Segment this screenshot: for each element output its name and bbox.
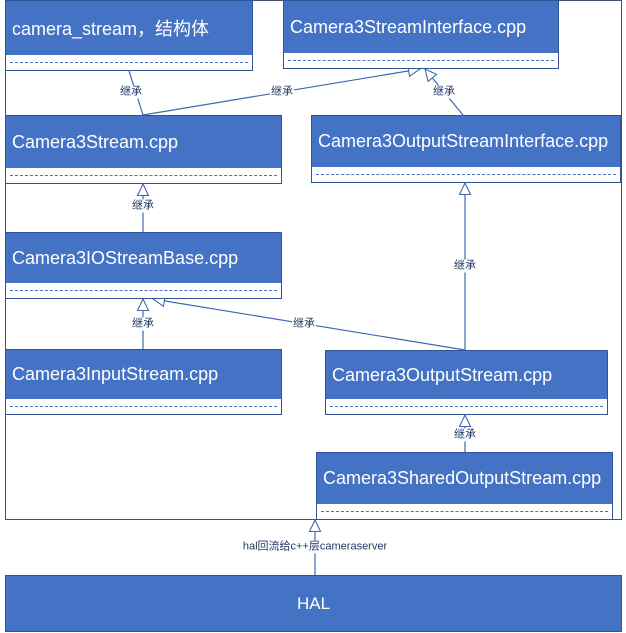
hal-edge-label: hal回流给c++层cameraserver bbox=[241, 540, 389, 554]
class-box-camera-stream: camera_stream，结构体 bbox=[5, 0, 253, 71]
class-header: Camera3OutputStreamInterface.cpp bbox=[312, 116, 620, 167]
class-box-outputstream: Camera3OutputStream.cpp bbox=[325, 350, 608, 415]
class-name: Camera3InputStream.cpp bbox=[12, 364, 219, 384]
class-header: Camera3SharedOutputStream.cpp bbox=[317, 453, 612, 504]
class-header: Camera3OutputStream.cpp bbox=[326, 351, 607, 399]
attribute-compartment bbox=[312, 167, 620, 182]
class-name: Camera3OutputStreamInterface.cpp bbox=[318, 131, 609, 151]
class-name: camera_stream，结构体 bbox=[12, 19, 210, 39]
attribute-compartment bbox=[6, 168, 281, 183]
class-name: Camera3IOStreamBase.cpp bbox=[12, 247, 239, 268]
attribute-compartment bbox=[284, 53, 558, 68]
class-name: Camera3Stream.cpp bbox=[12, 131, 179, 152]
class-box-output-stream-interface: Camera3OutputStreamInterface.cpp bbox=[311, 115, 621, 183]
relation-label: 继承 bbox=[292, 317, 316, 331]
attribute-compartment bbox=[317, 504, 612, 519]
hal-layer-bar: HAL bbox=[5, 575, 622, 632]
class-box-camera3stream: Camera3Stream.cpp bbox=[5, 115, 282, 184]
attribute-compartment bbox=[6, 283, 281, 298]
dashed-divider bbox=[10, 406, 277, 407]
dashed-divider bbox=[10, 62, 248, 63]
dashed-divider bbox=[10, 290, 277, 291]
class-header: camera_stream，结构体 bbox=[6, 1, 252, 55]
class-box-stream-interface: Camera3StreamInterface.cpp bbox=[283, 0, 559, 69]
hal-label: HAL bbox=[296, 593, 331, 613]
relation-label: 继承 bbox=[119, 85, 143, 99]
relation-label: 继承 bbox=[453, 259, 477, 273]
dashed-divider bbox=[288, 60, 554, 61]
class-name: Camera3SharedOutputStream.cpp bbox=[323, 468, 602, 488]
class-header: Camera3IOStreamBase.cpp bbox=[6, 233, 281, 283]
relation-label: 继承 bbox=[270, 85, 294, 99]
attribute-compartment bbox=[6, 399, 281, 414]
class-header: Camera3InputStream.cpp bbox=[6, 350, 281, 399]
dashed-divider bbox=[330, 406, 603, 407]
attribute-compartment bbox=[326, 399, 607, 414]
class-box-inputstream: Camera3InputStream.cpp bbox=[5, 349, 282, 415]
relation-label: 继承 bbox=[432, 85, 456, 99]
dashed-divider bbox=[316, 174, 616, 175]
class-box-iostreambase: Camera3IOStreamBase.cpp bbox=[5, 232, 282, 299]
dashed-divider bbox=[10, 175, 277, 176]
class-header: Camera3StreamInterface.cpp bbox=[284, 1, 558, 53]
class-header: Camera3Stream.cpp bbox=[6, 116, 281, 168]
attribute-compartment bbox=[6, 55, 252, 70]
class-name: Camera3OutputStream.cpp bbox=[332, 364, 553, 385]
class-name: Camera3StreamInterface.cpp bbox=[290, 16, 527, 37]
relation-label: 继承 bbox=[131, 317, 155, 331]
relation-label: 继承 bbox=[131, 199, 155, 213]
relation-label: 继承 bbox=[453, 428, 477, 442]
class-box-shared-outputstream: Camera3SharedOutputStream.cpp bbox=[316, 452, 613, 520]
dashed-divider bbox=[321, 511, 608, 512]
